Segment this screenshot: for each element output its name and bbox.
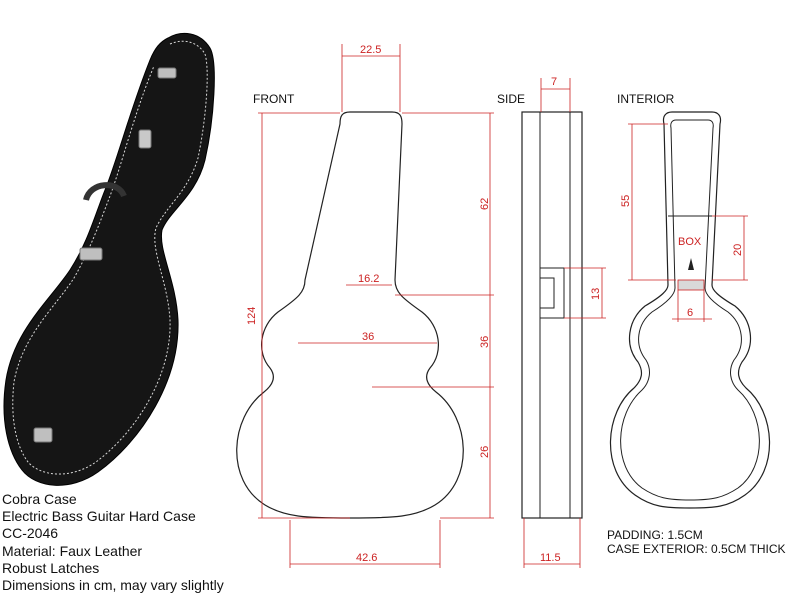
product-code: CC-2046 bbox=[2, 525, 59, 542]
front-outline bbox=[236, 111, 464, 519]
body-width-label: 42.6 bbox=[356, 552, 377, 564]
front-view-label: FRONT bbox=[253, 92, 295, 106]
product-info: Cobra Case Electric Bass Guitar Hard Cas… bbox=[2, 491, 224, 594]
head-width-label: 22.5 bbox=[360, 44, 381, 56]
latch-icon bbox=[33, 427, 53, 443]
keyhole-icon bbox=[688, 258, 694, 270]
badge-icon bbox=[138, 129, 152, 149]
box-width-label: 6 bbox=[687, 307, 693, 319]
case-photo-stitching bbox=[12, 40, 208, 475]
interior-outer-outline bbox=[609, 111, 771, 509]
total-length-label: 124 bbox=[246, 307, 258, 325]
depth-top-label: 7 bbox=[551, 76, 557, 88]
handle-icon bbox=[83, 182, 127, 202]
box-label: BOX bbox=[678, 236, 702, 248]
front-view: 22.5 124 62 36 26 16.2 36 42.6 bbox=[236, 44, 494, 568]
latch-icon bbox=[79, 247, 103, 261]
case-photo bbox=[3, 32, 215, 486]
upper-neck-label: 62 bbox=[479, 198, 491, 210]
product-name: Cobra Case bbox=[2, 491, 77, 507]
interior-view-label: INTERIOR bbox=[617, 92, 675, 106]
neck-width-label: 16.2 bbox=[358, 273, 379, 285]
box-height-label: 20 bbox=[732, 244, 744, 256]
case-photo-body bbox=[3, 32, 215, 486]
handle-height-label: 13 bbox=[590, 288, 602, 300]
upper-bout-height-label: 36 bbox=[479, 336, 491, 348]
interior-inner-outline bbox=[620, 119, 760, 501]
lower-bout-height-label: 26 bbox=[479, 446, 491, 458]
latch-icon bbox=[157, 67, 177, 79]
product-latches: Robust Latches bbox=[2, 559, 100, 576]
padding-note: PADDING: 1.5CM bbox=[607, 528, 703, 542]
interior-view: BOX 55 20 6 bbox=[609, 111, 771, 509]
product-type: Electric Bass Guitar Hard Case bbox=[2, 508, 196, 525]
side-view: 7 13 11.5 bbox=[521, 76, 606, 568]
handle-icon bbox=[539, 267, 565, 319]
interior-neck-label: 55 bbox=[620, 195, 632, 207]
depth-bottom-label: 11.5 bbox=[540, 552, 561, 564]
side-view-label: SIDE bbox=[497, 92, 525, 106]
upper-bout-width-label: 36 bbox=[362, 331, 374, 343]
product-dimension-note: Dimensions in cm, may vary slightly bbox=[2, 577, 224, 594]
exterior-note: CASE EXTERIOR: 0.5CM THICK bbox=[607, 542, 786, 556]
side-outline bbox=[521, 111, 583, 519]
product-material: Material: Faux Leather bbox=[2, 542, 143, 559]
interior-notes: PADDING: 1.5CM CASE EXTERIOR: 0.5CM THIC… bbox=[607, 528, 785, 556]
box-base bbox=[677, 279, 705, 291]
